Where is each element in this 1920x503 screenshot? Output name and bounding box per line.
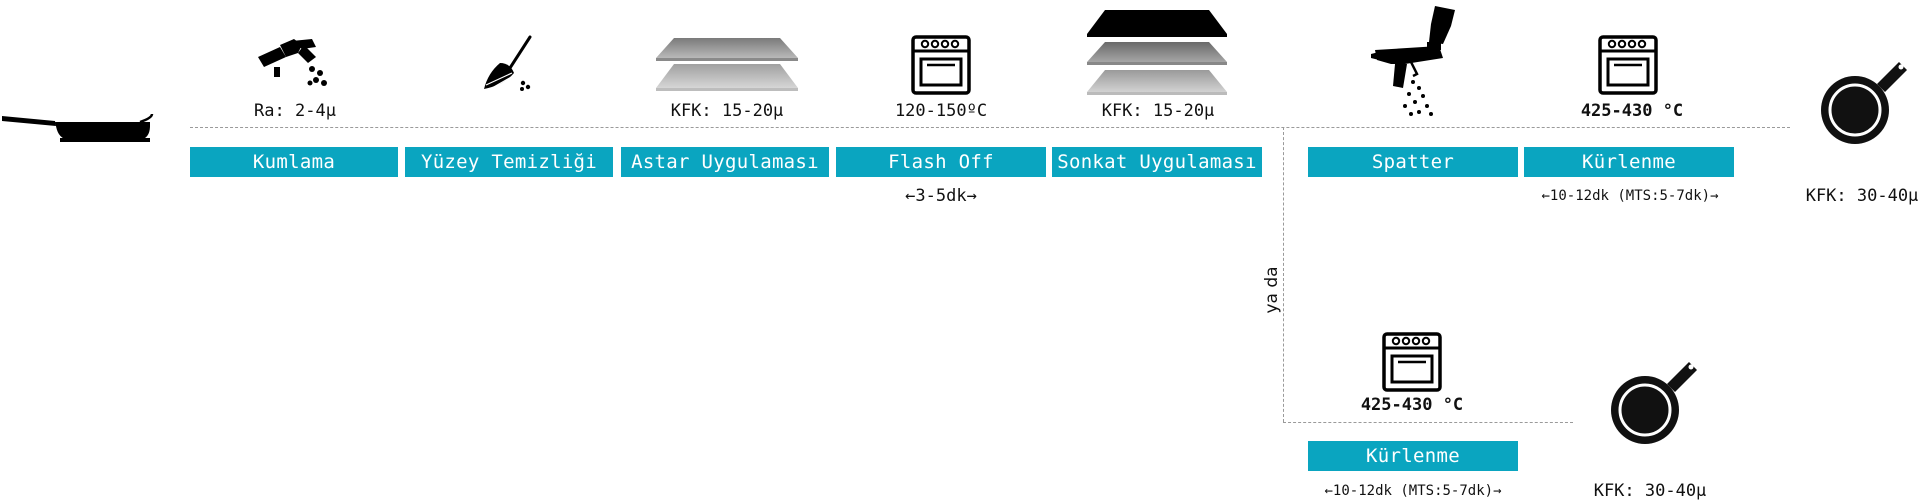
or-label: ya da	[1262, 266, 1282, 314]
topcoat-layers-icon	[1087, 10, 1227, 95]
step-flash-off[interactable]: Flash Off	[836, 147, 1046, 177]
primer-layers-icon	[656, 38, 798, 91]
broom-icon	[484, 35, 532, 91]
flash-time-label: ←3-5dk→	[905, 186, 977, 206]
process-line-lower	[1283, 422, 1573, 423]
frying-pan-top-icon-final-bottom	[1611, 362, 1697, 444]
frying-pan-side-icon	[2, 113, 154, 142]
oven-icon-cure-top	[1598, 35, 1658, 95]
step-kumlama[interactable]: Kumlama	[190, 147, 398, 177]
topcoat-thickness-label: KFK: 15-20µ	[1101, 101, 1215, 121]
step-kurlenme-bottom[interactable]: Kürlenme	[1308, 441, 1518, 471]
step-spatter[interactable]: Spatter	[1308, 147, 1518, 177]
cure-time-label-top: ←10-12dk (MTS:5-7dk)→	[1541, 188, 1719, 204]
step-yuzey-temizligi[interactable]: Yüzey Temizliği	[405, 147, 613, 177]
roughness-label: Ra: 2-4µ	[254, 101, 336, 121]
process-line-main	[190, 127, 1790, 128]
step-astar-uygulamasi[interactable]: Astar Uygulaması	[621, 147, 829, 177]
cure-time-label-bottom: ←10-12dk (MTS:5-7dk)→	[1324, 483, 1502, 499]
spray-gun-icon	[1371, 6, 1455, 116]
process-line-branch	[1283, 127, 1284, 422]
frying-pan-top-icon-final-top	[1821, 62, 1907, 144]
cure-temp-label-bottom: 425-430 °C	[1360, 395, 1464, 415]
primer-thickness-label: KFK: 15-20µ	[670, 101, 784, 121]
oven-icon-flash	[911, 35, 971, 95]
step-sonkat-uygulamasi[interactable]: Sonkat Uygulaması	[1052, 147, 1262, 177]
sandblast-nozzle-icon	[258, 39, 327, 86]
step-kurlenme-top[interactable]: Kürlenme	[1524, 147, 1734, 177]
cure-temp-label-top: 425-430 °C	[1580, 101, 1684, 121]
final-thickness-label-top: KFK: 30-40µ	[1805, 186, 1919, 206]
oven-icon-cure-bottom	[1382, 332, 1442, 392]
final-thickness-label-bottom: KFK: 30-40µ	[1593, 481, 1707, 501]
flash-temp-label: 120-150ºC	[894, 101, 988, 121]
